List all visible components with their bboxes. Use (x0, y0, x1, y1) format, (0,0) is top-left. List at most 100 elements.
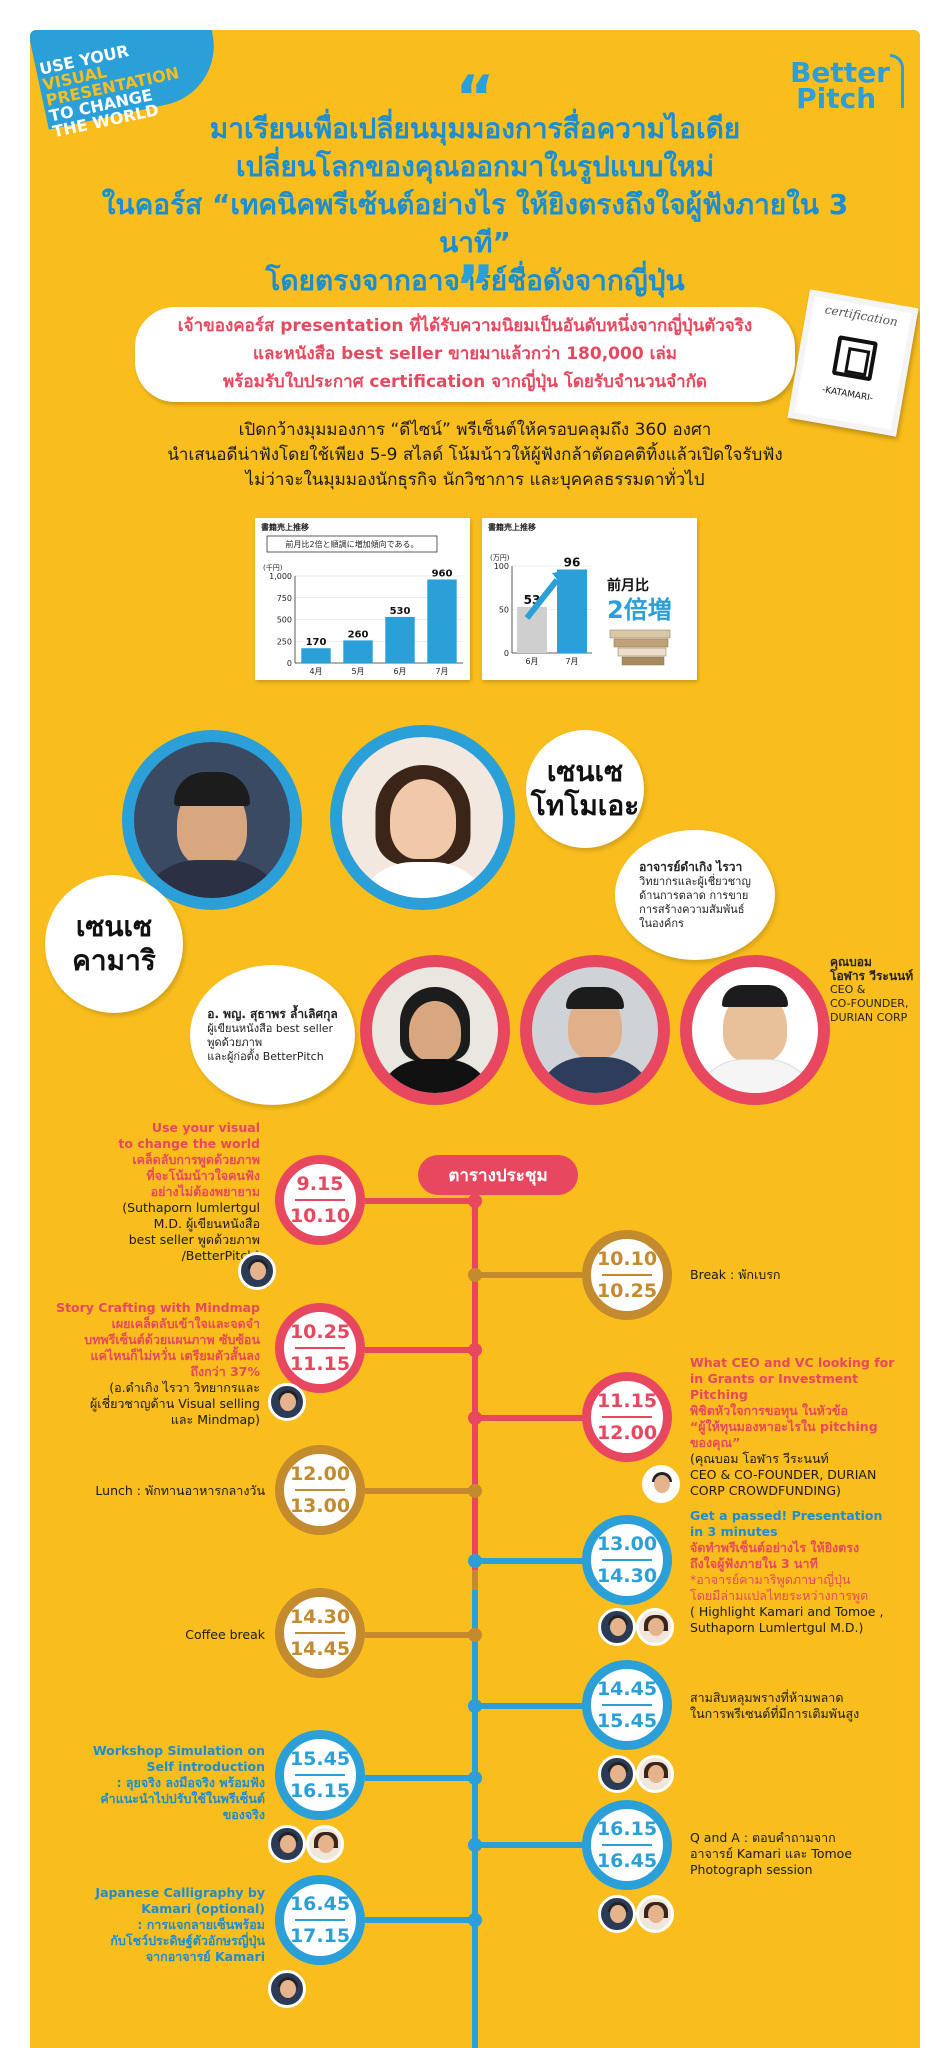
damkoeng-photo (520, 955, 670, 1105)
session-6-text: Get a passed! Presentation in 3 minutes … (690, 1508, 915, 1636)
time-circle: 15.45 16.15 (275, 1730, 365, 1820)
speaker-thumb (268, 1970, 306, 2008)
speaker-thumb (598, 1755, 636, 1793)
data-label: 260 (348, 629, 369, 640)
growth-arrow-head (552, 570, 568, 586)
timeline-dot (468, 1268, 482, 1282)
time-end: 10.10 (289, 1205, 351, 1227)
damkoeng-desc: วิทยากรและผู้เชี่ยวชาญ ด้านการตลาด การขา… (639, 874, 751, 930)
session-11-text: Japanese Calligraphy by Kamari (optional… (50, 1885, 265, 1965)
session-title: What CEO and VC looking for in Grants or… (690, 1355, 895, 1402)
quote-close-mark: ” (455, 253, 495, 323)
y-tick-label: 0 (504, 649, 509, 658)
y-tick-label: 250 (277, 637, 292, 646)
session-note: (Suthaporn lumlertgul M.D. ผู้เขียนหนังส… (122, 1200, 260, 1263)
schedule-title: ตารางประชุม (418, 1155, 578, 1195)
time-end: 15.45 (596, 1710, 658, 1732)
session-9-text: Workshop Simulation on Self introduction… (50, 1743, 265, 1823)
chart-title: 書籍売上推移 (488, 522, 536, 532)
session-note: *อาจารย์คามาริพูดภาษาญี่ปุ่น โดยมีล่ามแป… (690, 1572, 869, 1603)
intro-text: เปิดกว้างมุมมองการ “ดีไซน์” พรีเซ็นต์ให้… (110, 418, 840, 493)
timeline-segment (472, 1335, 478, 1590)
certificate-card: certification -KATAMARI- (787, 289, 919, 437)
y-axis-label: (万円) (490, 554, 510, 562)
time-start: 16.15 (596, 1818, 658, 1840)
session-title: Story Crafting with Mindmap (56, 1300, 260, 1315)
time-circle: 16.15 16.45 (582, 1800, 672, 1890)
timeline-segment (472, 1195, 478, 1335)
chart-title: 書籍売上推移 (261, 522, 309, 532)
suthaporn-jacket (375, 1059, 495, 1093)
damkoeng-hair (566, 987, 624, 1009)
damkoeng-bubble: อาจารย์ดำเกิง ไรวา วิทยากรและผู้เชี่ยวชา… (615, 830, 775, 960)
session-sub: : การแจกลายเซ็นพร้อม กับโชว์ประดิษฐ์ตัวอ… (110, 1917, 265, 1964)
intro-line: เปิดกว้างมุมมองการ “ดีไซน์” พรีเซ็นต์ให้… (238, 420, 712, 440)
book-stack-icon (613, 638, 669, 648)
speaker-thumb (642, 1465, 680, 1503)
damkoeng-suit (535, 1057, 655, 1093)
headline-line: โดยตรงจากอาจารย์ชื่อดังจากญี่ปุ่น (265, 264, 685, 297)
promo-line: พร้อมรับใบประกาศ certification จากญี่ปุ่… (223, 372, 707, 392)
session-5-text: Lunch : พักทานอาหารกลางวัน (95, 1483, 265, 1498)
ohpart-desc: CEO & CO-FOUNDER, DURIAN CORP (830, 983, 909, 1024)
suthaporn-name: อ. พญ. สุธาพร ล้ำเลิศกุล (207, 1006, 338, 1021)
promo-banner: เจ้าของคอร์ส presentation ที่ได้รับความน… (135, 307, 795, 402)
logo-line-1: Better (790, 56, 890, 89)
ohpart-photo (680, 955, 830, 1105)
time-start: 16.45 (289, 1893, 351, 1915)
timeline-segment (472, 1590, 478, 2048)
session-sub: : ลุยจริง ลงมือจริง พร้อมฟัง คำแนะนำไปปร… (100, 1775, 265, 1822)
suthaporn-desc: ผู้เขียนหนังสือ best seller พูดด้วยภาพ แ… (207, 1021, 334, 1063)
timeline-dot (468, 1913, 482, 1927)
time-start: 15.45 (289, 1748, 351, 1770)
tomoe-name: เซนเซ โทโมเอะ (530, 755, 640, 822)
speaker-thumb (598, 1895, 636, 1933)
time-start: 14.45 (596, 1678, 658, 1700)
session-sub: พิชิตหัวใจการขอทุน ในหัวข้อ “ผู้ให้ทุนมอ… (690, 1403, 878, 1450)
promo-line: และหนังสือ best seller ขายมาแล้วกว่า 180… (252, 344, 678, 364)
y-axis-label: (千円) (263, 563, 283, 572)
session-title: Workshop Simulation on Self introduction (92, 1743, 265, 1774)
book-stack-icon (621, 656, 665, 666)
time-start: 10.10 (596, 1248, 658, 1270)
session-sub: เคล็ดลับการพูดด้วยภาพ ที่จะโน้มน้าวใจคนฟ… (132, 1152, 260, 1199)
data-label: 960 (432, 568, 453, 579)
kamari-name-bubble: เซนเซ คามาริ (45, 875, 183, 1013)
side-label-1: 前月比 (607, 577, 649, 594)
session-title: Get a passed! Presentation in 3 minutes (690, 1508, 883, 1539)
intro-line: นำเสนอดีน่าฟังโดยใช้เพียง 5-9 สไลด์ โน้ม… (167, 445, 783, 465)
data-label: 96 (564, 555, 581, 569)
headline-line: มาเรียนเพื่อเปลี่ยนมุมมองการสื่อความไอเด… (209, 112, 741, 145)
timeline-dot (468, 1771, 482, 1785)
bar (385, 616, 415, 663)
time-end: 16.45 (596, 1850, 658, 1872)
suthaporn-info: อ. พญ. สุธาพร ล้ำเลิศกุล ผู้เขียนหนังสือ… (207, 1007, 338, 1064)
time-end: 10.25 (596, 1280, 658, 1302)
time-end: 16.15 (289, 1780, 351, 1802)
y-tick-label: 100 (494, 562, 509, 571)
suthaporn-face (409, 1001, 461, 1061)
headline: มาเรียนเพื่อเปลี่ยนมุมมองการสื่อความไอเด… (70, 110, 880, 300)
bar (301, 648, 331, 663)
chart-subtitle-box (266, 535, 438, 553)
session-3-text: Story Crafting with Mindmap เผยเคล็ดลับเ… (50, 1300, 260, 1428)
data-label: 170 (306, 637, 327, 648)
session-8-text: สามสิบหลุมพรางที่ห้ามพลาด ในการพรีเซนต์ท… (690, 1690, 860, 1721)
y-tick-label: 750 (277, 594, 292, 603)
kamari-photo (122, 730, 302, 910)
side-label-2: 2倍増 (607, 596, 672, 624)
x-tick-label: 6月 (393, 667, 406, 676)
timeline-dot (468, 1411, 482, 1425)
ohpart-name: คุณบอม โอฬาร วีระนนท์ (830, 955, 914, 983)
timeline-dot (468, 1554, 482, 1568)
session-4-text: What CEO and VC looking for in Grants or… (690, 1355, 915, 1499)
betterpitch-logo: Better Pitch (790, 54, 904, 113)
book-stack-icon (609, 629, 671, 639)
timeline-dot (468, 1194, 482, 1208)
time-circle: 14.45 15.45 (582, 1660, 672, 1750)
headline-line: เปลี่ยนโลกของคุณออกมาในรูปแบบใหม่ (235, 150, 715, 183)
session-2-text: Break : พักเบรก (690, 1267, 781, 1282)
